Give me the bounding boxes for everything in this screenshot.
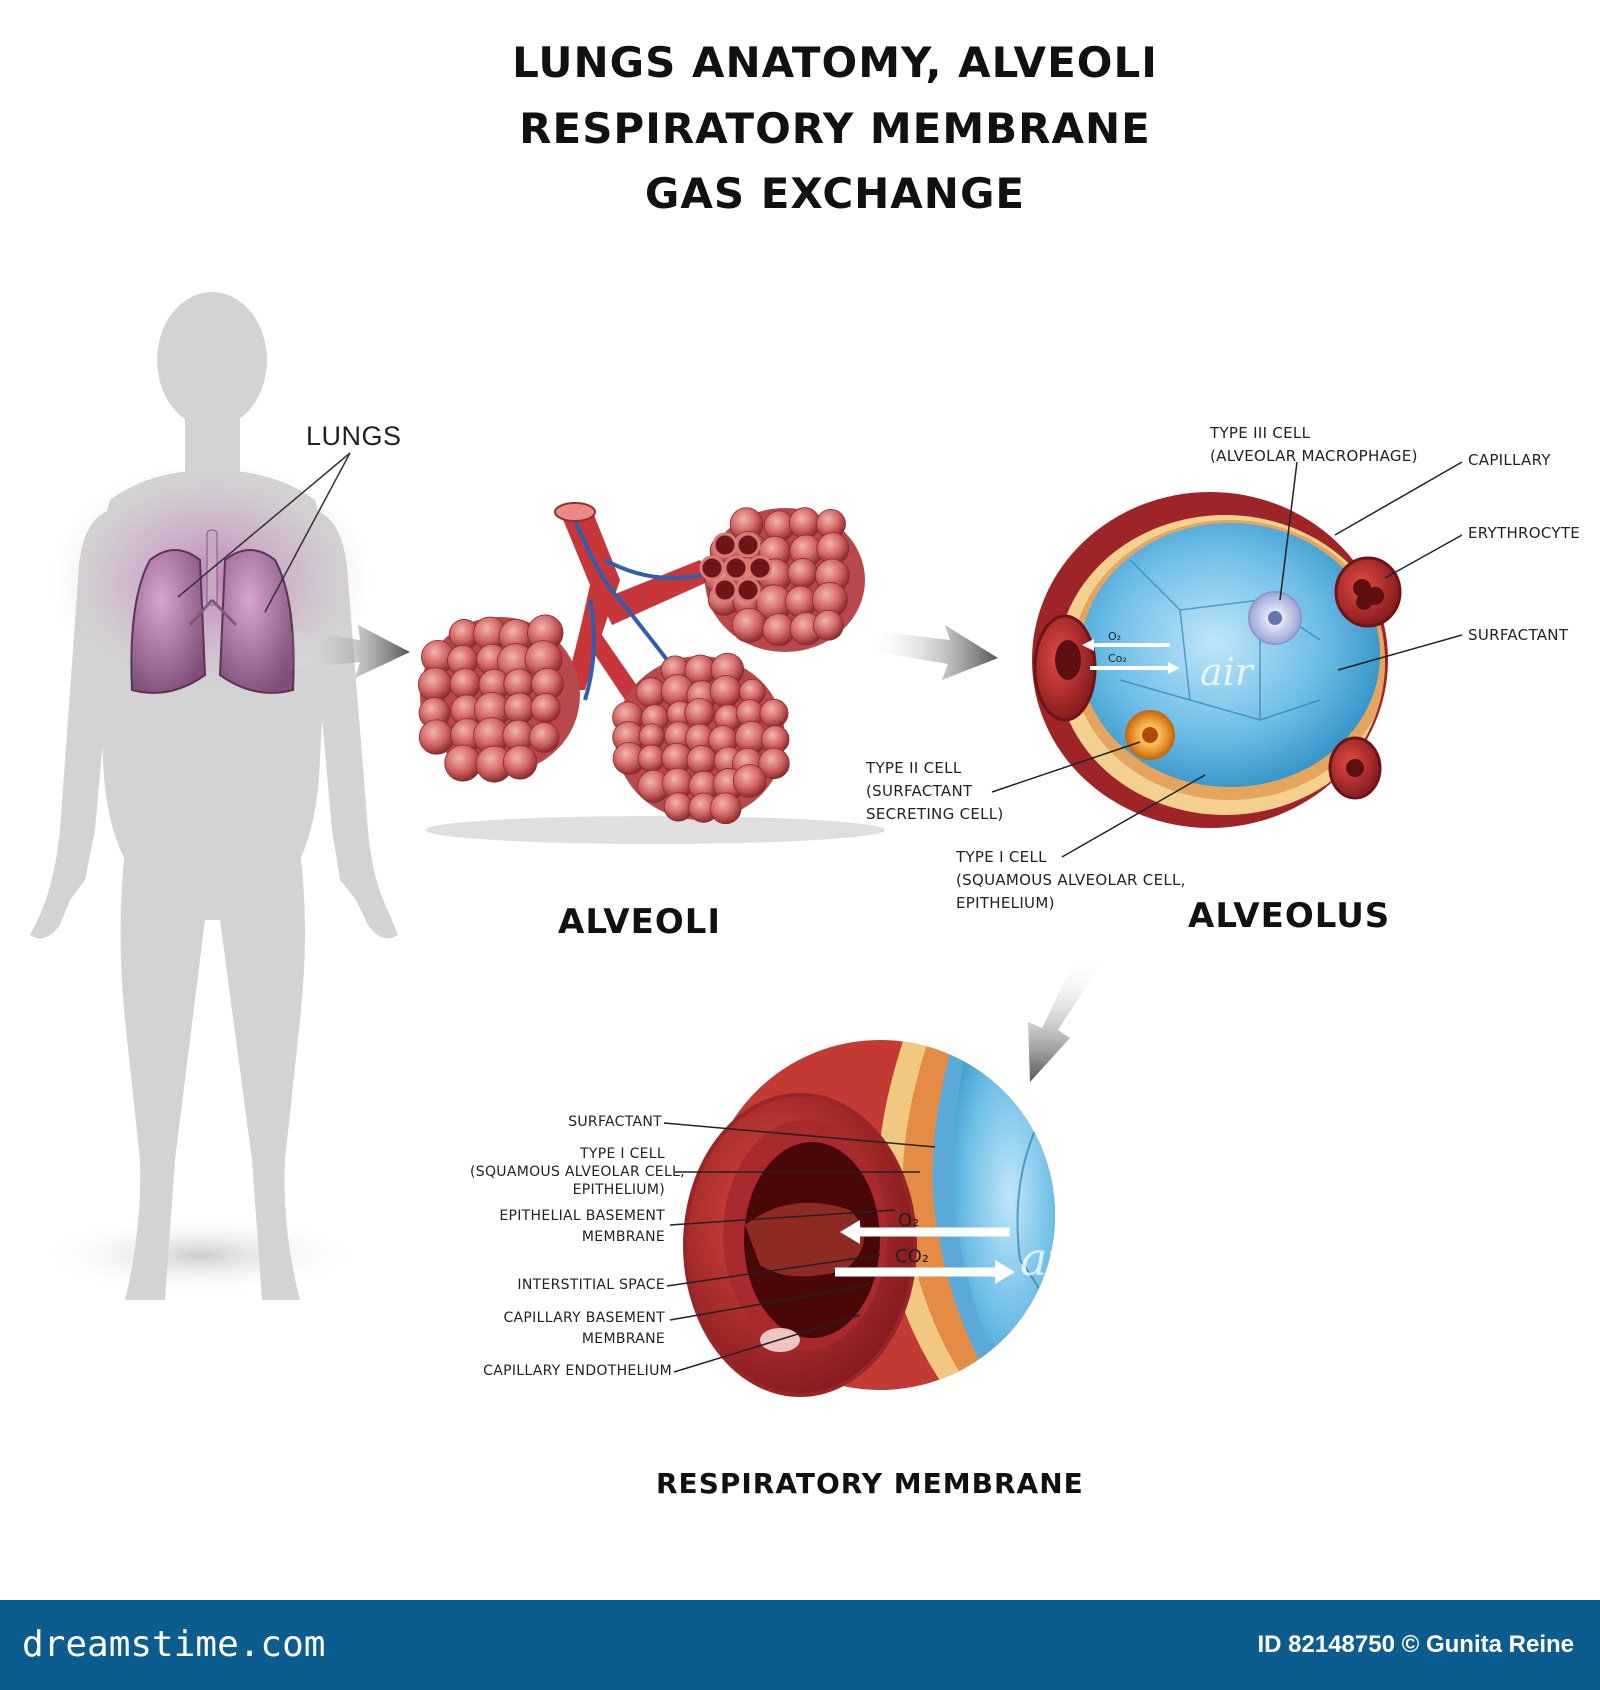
alveolus-bubble [758, 747, 790, 780]
label-surfactant: SURFACTANT [1468, 626, 1569, 644]
alveolus-bubble [503, 692, 536, 725]
alveolus-bubble [759, 698, 789, 728]
page-title-line2: RESPIRATORY MEMBRANE [519, 104, 1151, 153]
alveolus-bubble [502, 745, 538, 780]
label-type3-cell: TYPE III CELL (ALVEOLAR MACROPHAGE) [1210, 424, 1418, 465]
page-title-line3: GAS EXCHANGE [644, 169, 1026, 218]
alveolus-bubble [784, 585, 817, 618]
footer-bar [0, 1600, 1600, 1690]
alveolus-bubble [709, 792, 742, 825]
alveolus-bubble [417, 667, 453, 702]
mem-label-interstitial: INTERSTITIAL SPACE [517, 1277, 665, 1293]
mem-label-capillary-basement: CAPILLARY BASEMENT MEMBRANE [503, 1310, 665, 1347]
alveolus-bubble [444, 744, 482, 782]
open-alveolus [747, 555, 773, 581]
alveolus-bubble [787, 558, 818, 589]
footer-brand[interactable]: dreamstime.com [22, 1624, 326, 1665]
alveolus-co2-label: Co₂ [1108, 652, 1127, 665]
alveolus-bubble [684, 697, 715, 729]
open-alveolus [712, 577, 738, 603]
open-alveolus [735, 532, 761, 558]
alveolus-bubble [686, 745, 717, 776]
label-capillary: CAPILLARY [1468, 451, 1551, 469]
open-alveolus [735, 577, 761, 603]
type2-cell-icon [1125, 710, 1175, 760]
alveolus-o2-label: O₂ [1108, 630, 1122, 643]
arrow-body-to-alveoli [285, 625, 410, 678]
footer-credit: ID 82148750 © Gunita Reine [1257, 1631, 1575, 1658]
open-alveolus [712, 532, 738, 558]
alveolus-bubble [418, 719, 455, 755]
alveolus-bubble [663, 792, 693, 822]
respiratory-membrane-section [663, 1040, 1055, 1397]
alveolus-section [991, 461, 1463, 858]
alveolus-bubble [709, 675, 742, 708]
membrane-caption: RESPIRATORY MEMBRANE [656, 1467, 1084, 1500]
membrane-co2-label: CO₂ [895, 1246, 929, 1267]
label-erythrocyte: ERYTHROCYTE [1468, 524, 1581, 542]
alveolus-bubble [788, 507, 821, 539]
alveolus-bubble [637, 744, 666, 773]
arrow-alveoli-to-alveolus [865, 625, 998, 680]
label-type1-cell: TYPE I CELL (SQUAMOUS ALVEOLAR CELL, EPI… [956, 848, 1186, 912]
alveolus-bubble [530, 692, 561, 724]
alveolus-air-label: air [1200, 650, 1253, 694]
alveolus-bubble [731, 607, 767, 643]
label-type2-cell: TYPE II CELL (SURFACTANT SECRETING CELL) [866, 759, 1004, 823]
membrane-o2-label: O₂ [898, 1210, 920, 1231]
alveolus-bubble [449, 668, 481, 700]
mem-label-surfactant: SURFACTANT [568, 1114, 662, 1130]
alveoli-caption: ALVEOLI [558, 902, 722, 942]
alveolus-bubble [528, 722, 560, 753]
arrow-alveolus-to-membrane [1028, 955, 1100, 1082]
open-alveolus [723, 555, 749, 581]
page-title-line1: LUNGS ANATOMY, ALVEOLI [512, 38, 1158, 87]
mem-label-type1: TYPE I CELL (SQUAMOUS ALVEOLAR CELL, EPI… [470, 1146, 685, 1198]
open-alveolus [699, 555, 725, 581]
lungs-label: LUNGS [306, 421, 402, 451]
alveolus-bubble [812, 609, 844, 641]
lungs-icon [130, 529, 295, 694]
macrophage-icon [1248, 591, 1302, 645]
mem-label-epithelial-basement: EPITHELIAL BASEMENT MEMBRANE [499, 1208, 665, 1245]
alveolus-caption: ALVEOLUS [1188, 896, 1391, 936]
human-silhouette [30, 292, 398, 1300]
alveoli-cluster [417, 502, 885, 844]
mem-label-endothelium: CAPILLARY ENDOTHELIUM [483, 1363, 672, 1379]
alveolus-bubble [732, 764, 767, 798]
membrane-air-label: air [1020, 1232, 1085, 1286]
